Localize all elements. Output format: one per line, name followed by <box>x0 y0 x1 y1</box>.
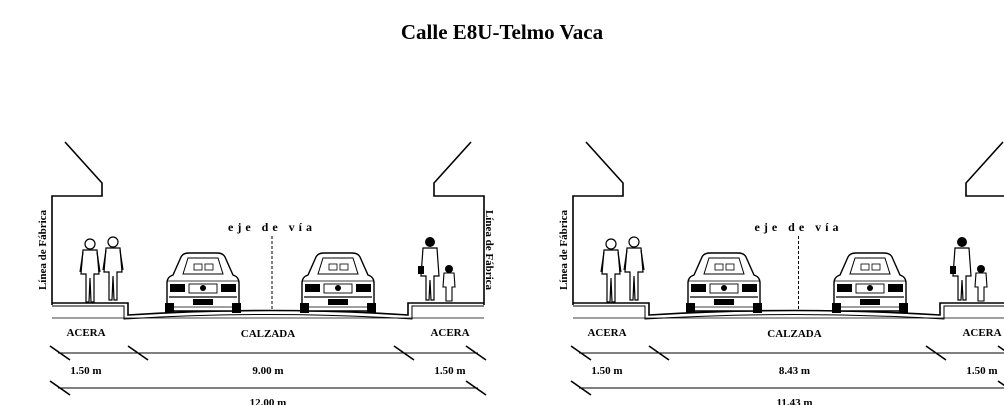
pedestrian-adult <box>417 236 440 301</box>
dimension-tick <box>997 345 1004 352</box>
left-wall-label: Línea de Fábrica <box>37 209 49 290</box>
acera-right-label: ACERA <box>430 327 469 339</box>
dimension-tick <box>997 380 1004 387</box>
axis-label: eje de vía <box>228 220 316 234</box>
dimension-tick <box>127 345 149 361</box>
dimension-tick <box>925 345 947 361</box>
calzada-label: CALZADA <box>241 328 295 340</box>
dim-middle: 9.00 m <box>252 365 283 377</box>
dim-left: 1.50 m <box>591 365 622 377</box>
dimension-tick <box>49 345 71 361</box>
dimension-tick <box>648 345 670 361</box>
dimension-tick <box>465 345 487 361</box>
road-profile <box>52 302 484 316</box>
right-wall-label: Línea de Fábrica <box>483 210 495 291</box>
pedestrian <box>623 236 645 301</box>
axis-label: eje de vía <box>755 220 843 234</box>
acera-right-label: ACERA <box>962 327 1001 339</box>
pedestrian-adult <box>949 236 972 301</box>
right-building-outline <box>965 141 1004 197</box>
pedestrian-child <box>442 264 456 302</box>
diagram-title: Calle E8U-Telmo Vaca <box>400 20 604 44</box>
dim-middle: 8.43 m <box>779 365 810 377</box>
road-profile-inner <box>52 305 484 320</box>
acera-left-label: ACERA <box>587 327 626 339</box>
pedestrian <box>102 236 124 301</box>
calzada-label: CALZADA <box>767 328 821 340</box>
pedestrian-child <box>974 264 988 302</box>
car-right <box>299 252 377 314</box>
right-building-outline <box>433 141 485 305</box>
dim-right: 1.50 m <box>434 365 465 377</box>
road-profile <box>573 302 1004 316</box>
dimension-tick <box>570 380 592 396</box>
dimension-tick <box>393 345 415 361</box>
pedestrian <box>79 238 101 303</box>
street-section-1: eje de vía Línea de Fábrica Línea de Fábri… <box>37 141 495 405</box>
car-left <box>685 252 763 314</box>
dim-total: 11.43 m <box>776 397 812 405</box>
dimension-tick <box>465 380 487 396</box>
left-wall-label: Línea de Fábrica <box>558 209 570 290</box>
dimension-tick <box>570 345 592 361</box>
left-building-outline <box>51 141 103 305</box>
acera-left-label: ACERA <box>66 327 105 339</box>
car-right <box>831 252 909 314</box>
car-left <box>164 252 242 314</box>
dim-total: 12.00 m <box>250 397 287 405</box>
pedestrian <box>600 238 622 303</box>
dimension-tick <box>49 380 71 396</box>
left-building-outline <box>572 141 624 305</box>
dim-left: 1.50 m <box>70 365 101 377</box>
dim-right: 1.50 m <box>966 365 997 377</box>
